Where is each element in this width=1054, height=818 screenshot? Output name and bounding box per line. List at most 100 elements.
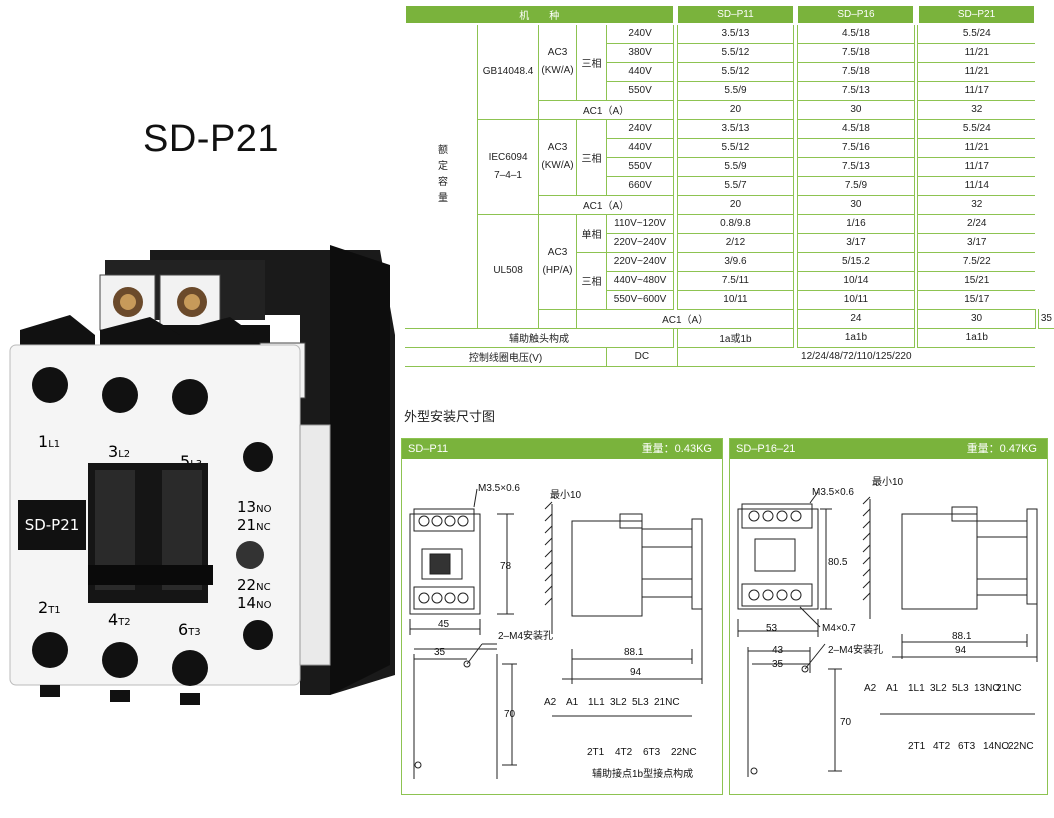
iec-value-p11: 5.5/12 [676,138,795,158]
ul-value-p16: 3/17 [796,233,915,253]
wiring-label: A1 [566,697,579,708]
screw-label: M3.5×0.6 [478,483,520,494]
gb-ac1-p11: 20 [676,100,795,120]
gb-ac3-label: AC3 (KW/A) [538,24,577,101]
depth-881-label: 88.1 [624,647,644,658]
height-805-label: 80.5 [828,557,848,568]
width-43-label: 43 [772,645,784,656]
terminal-2-label: 2T1 [38,598,61,617]
iec-value-p11: 3.5/13 [676,119,795,139]
gb-value-p16: 7.5/18 [796,62,915,82]
iec-voltage: 660V [606,176,675,196]
ul-value-p16: 10/14 [796,271,915,291]
wiring-label: 13NO [974,683,1000,694]
ul-voltage: 220V~240V [606,233,675,253]
iec-voltage: 440V [606,138,675,158]
screw-label: M3.5×0.6 [812,487,854,498]
depth-94-label: 94 [630,667,642,678]
gb-value-p21: 11/17 [917,81,1036,101]
iec-value-p21: 5.5/24 [917,119,1036,139]
width-35-label: 35 [772,659,784,670]
ul-three-phase-label: 三相 [576,252,608,310]
gb-value-p11: 3.5/13 [676,24,795,44]
dimension-drawing-p16: M3.5×0.6 最小10 80.5 53 M4×0.7 43 35 2–M4安… [737,476,1038,777]
terminal-13-label: 13NO [237,498,272,516]
table-header-row: 机 种 SD–P11 SD–P16 SD–P21 [404,4,1054,25]
coil-voltage-values: 12/24/48/72/110/125/220 [677,347,1036,367]
gb-voltage: 380V [606,43,675,63]
width-53-label: 53 [766,623,778,634]
ul-value-p11: 3/9.6 [676,252,795,272]
hole-label: 2–M4安装孔 [828,643,883,656]
dimension-drawing-p11: M3.5×0.6 最小10 78 45 35 2–M4安装孔 88.1 94 7… [409,483,703,780]
dimension-panel-p16-21: SD–P16–21 重量：0.47KG [729,438,1048,795]
panel-model: SD–P16–21 [736,443,796,455]
ul-value-p21: 15/17 [917,290,1036,310]
section-title: 外型安装尺寸图 [404,410,496,425]
hole-label: 2–M4安装孔 [498,629,553,642]
ul-value-p11: 0.8/9.8 [676,214,795,234]
wiring-label: 1L1 [908,683,925,694]
panel-weight: 重量：0.47KG [966,443,1037,455]
gb-value-p11: 5.5/12 [676,62,795,82]
ul-voltage: 220V~240V [606,252,675,272]
gb-phase-label: 三相 [576,24,608,101]
depth-94-label: 94 [955,645,967,656]
wiring-label: 6T3 [643,747,661,758]
contactor-illustration: 1 A2 1L1 3L2 5L3 13NO 21NC 22NC 14NO SD-… [9,245,395,705]
min-clearance-label: 最小10 [550,489,582,501]
label-plate: SD-P21 [25,516,80,534]
wiring-label: 21NC [996,683,1022,694]
terminal-1-label: 1L1 [38,432,60,451]
dimension-panel-p11: SD–P11 重量：0.43KG [401,438,723,795]
iec-ac1-label: AC1（A） [538,195,675,215]
wiring-label: 2T1 [908,741,926,752]
iec-value-p16: 7.5/13 [796,157,915,177]
gb-value-p21: 11/21 [917,62,1036,82]
product-title: SD-P21 [143,118,280,160]
min-clearance-label: 最小10 [872,476,904,488]
wiring-label: 3L2 [930,683,947,694]
gb-voltage: 240V [606,24,675,44]
wiring-label: 14NO [983,741,1009,752]
gb-value-p16: 4.5/18 [796,24,915,44]
blank-cell [538,309,577,329]
ul-value-p21: 15/21 [917,271,1036,291]
iec-value-p16: 7.5/9 [796,176,915,196]
iec-value-p21: 11/17 [917,157,1036,177]
iec-value-p21: 11/14 [917,176,1036,196]
aux-contact-p11: 1a或1b [676,328,795,348]
iec-value-p16: 4.5/18 [796,119,915,139]
aux-contact-p21: 1a1b [917,328,1036,348]
ul-ac3-label: AC3 (HP/A) [538,214,577,310]
height-78-label: 78 [500,561,512,572]
ul-standard-label: UL508 [477,214,540,329]
ul-ac1-p21: 35 [1037,309,1054,329]
ul-value-p16: 5/15.2 [796,252,915,272]
header-p11: SD–P11 [676,4,795,25]
ul-voltage: 440V~480V [606,271,675,291]
wiring-caption: 辅助接点1b型接点构成 [592,767,693,780]
width-35-label: 35 [434,647,446,658]
iec-voltage: 550V [606,157,675,177]
ul-value-p21: 7.5/22 [917,252,1036,272]
terminal-6-label: 6T3 [178,620,201,639]
ul-value-p16: 1/16 [796,214,915,234]
gb-value-p11: 5.5/9 [676,81,795,101]
wiring-label: 21NC [654,697,680,708]
ul-ac1-p16: 30 [917,309,1036,329]
